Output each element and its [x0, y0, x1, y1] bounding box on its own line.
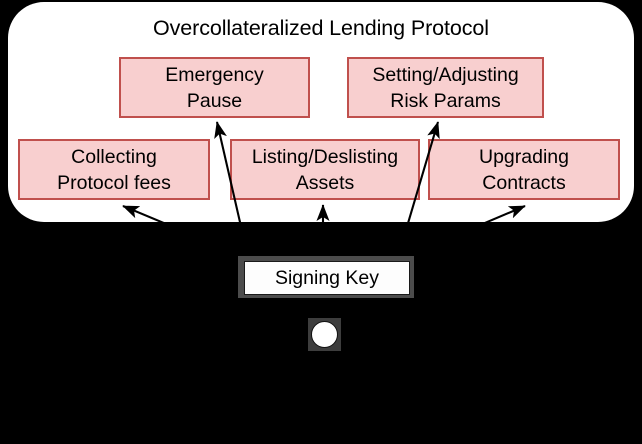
signing-key-box[interactable]: Signing Key	[244, 261, 410, 295]
permission-box-listing-assets[interactable]: Listing/Deslisting Assets	[230, 139, 420, 200]
signing-key-label: Signing Key	[274, 266, 380, 289]
signing-key-node[interactable]: Signing Key	[238, 256, 414, 298]
permission-label-line2: Pause	[186, 89, 243, 112]
permission-box-emergency-pause[interactable]: Emergency Pause	[119, 57, 310, 118]
permission-label-line1: Listing/Deslisting	[251, 145, 399, 168]
permission-box-risk-params[interactable]: Setting/Adjusting Risk Params	[347, 57, 544, 118]
permission-label-line2: Contracts	[482, 171, 566, 194]
permission-box-protocol-fees[interactable]: Collecting Protocol fees	[18, 139, 210, 200]
permission-label-line1: Upgrading	[479, 145, 569, 168]
permission-box-upgrading-contracts[interactable]: Upgrading Contracts	[428, 139, 620, 200]
page-title: Overcollateralized Lending Protocol	[153, 16, 489, 40]
key-node-handle[interactable]	[308, 318, 341, 351]
permission-label-line1: Setting/Adjusting	[372, 63, 519, 86]
permission-label-line2: Assets	[295, 171, 355, 194]
permission-label-line2: Risk Params	[390, 89, 501, 112]
permission-label-line2: Protocol fees	[57, 171, 171, 194]
permission-label-line1: Emergency	[165, 63, 264, 86]
key-node-circle-icon	[311, 321, 338, 348]
permission-label-line1: Collecting	[71, 145, 157, 168]
